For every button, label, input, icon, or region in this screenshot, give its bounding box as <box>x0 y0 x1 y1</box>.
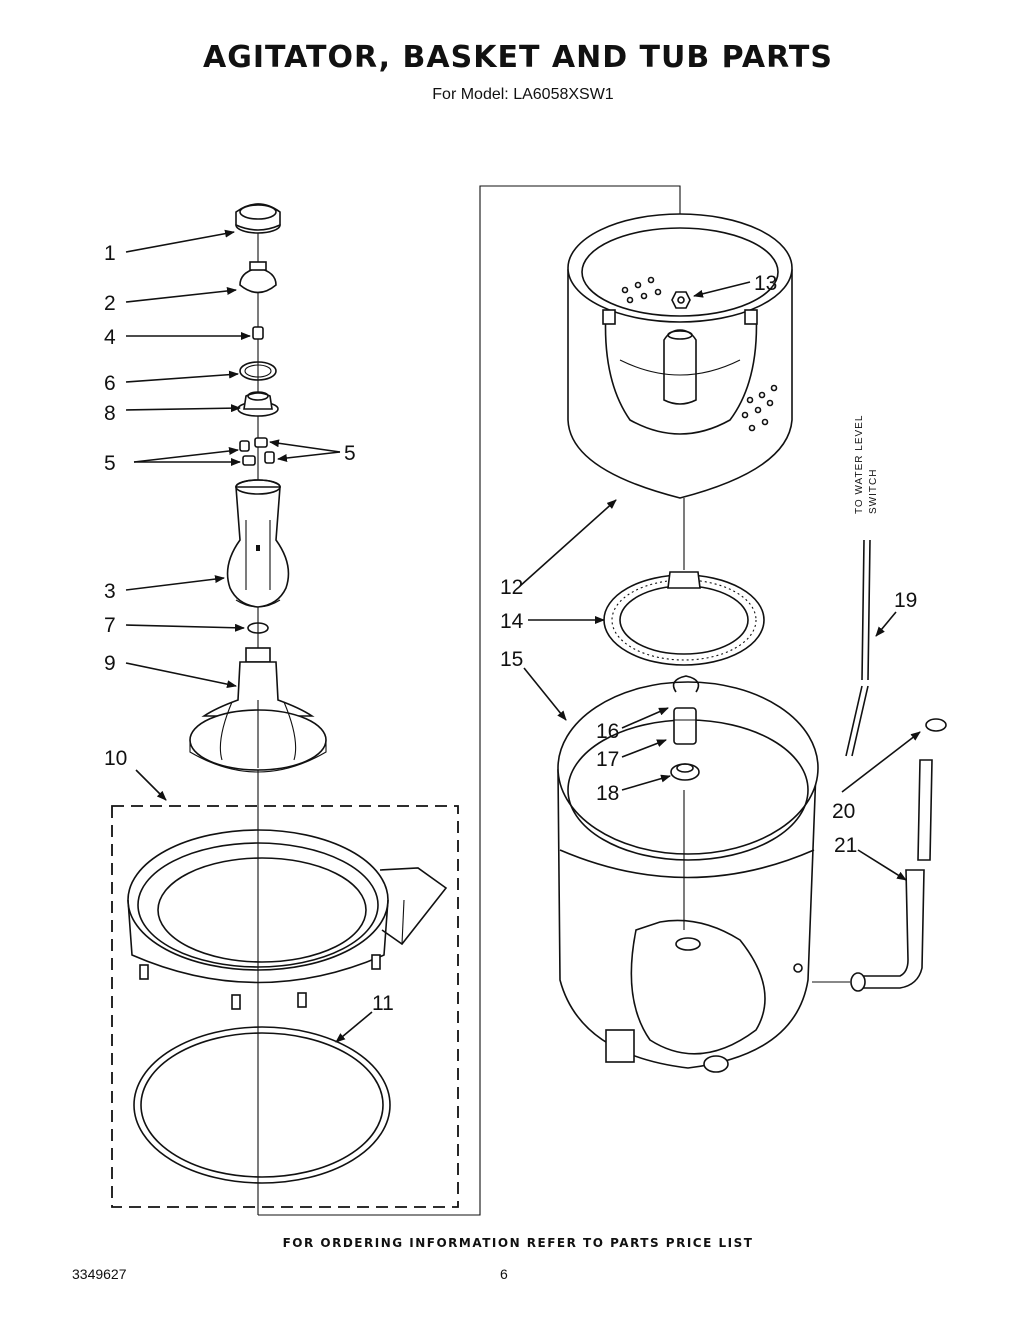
callout-4: 4 <box>104 326 116 349</box>
basket-part-12 <box>567 213 793 570</box>
page-number: 6 <box>500 1266 508 1282</box>
callout-7: 7 <box>104 614 116 637</box>
spline-part-17 <box>673 707 697 745</box>
callout-15: 15 <box>500 648 523 671</box>
fastener-part-4 <box>252 326 264 340</box>
hose-part-21 <box>812 759 933 992</box>
side-note-line-2: SWITCH <box>868 469 879 514</box>
gasket-part-11 <box>133 1026 391 1184</box>
leader-lines <box>125 229 921 1043</box>
callout-20: 20 <box>832 800 855 823</box>
hose-part-19 <box>845 539 871 757</box>
drive-plate-part-14 <box>603 571 765 666</box>
callout-18: 18 <box>596 782 619 805</box>
tub-ring-part-10 <box>111 805 459 1208</box>
callout-14: 14 <box>500 610 524 633</box>
dog-assembly-part-8 <box>237 391 279 417</box>
callout-17: 17 <box>596 748 619 771</box>
agitator-cap-part-1 <box>235 203 281 234</box>
callout-5-right: 5 <box>344 442 356 465</box>
seal-part-18 <box>670 763 700 781</box>
seal-part-7 <box>247 622 269 634</box>
page-title: AGITATOR, BASKET AND TUB PARTS <box>203 40 833 75</box>
document-number: 3349627 <box>72 1266 127 1282</box>
ordering-info-footer: FOR ORDERING INFORMATION REFER TO PARTS … <box>282 1236 754 1250</box>
callout-19: 19 <box>894 589 917 612</box>
agitator-part-3 <box>226 479 290 608</box>
clip-part-16 <box>672 675 700 693</box>
ring-part-6 <box>239 361 277 381</box>
callout-9: 9 <box>104 652 116 675</box>
callout-8: 8 <box>104 402 116 425</box>
callout-labels: 1 2 4 6 8 5 5 3 7 9 10 11 12 13 14 15 16… <box>104 242 917 1015</box>
callout-13: 13 <box>754 272 777 295</box>
callout-1: 1 <box>104 242 116 265</box>
callout-6: 6 <box>104 372 116 395</box>
assembly-connector-line <box>258 185 681 1216</box>
callout-11: 11 <box>372 992 394 1015</box>
callout-12: 12 <box>500 576 523 599</box>
dogs-part-5 <box>239 437 275 466</box>
clamp-part-20 <box>925 718 947 732</box>
hub-part-9 <box>189 647 327 773</box>
callout-21: 21 <box>834 834 857 857</box>
callout-10: 10 <box>104 747 127 770</box>
water-level-switch-note: TO WATER LEVEL SWITCH <box>854 415 879 514</box>
callout-16: 16 <box>596 720 619 743</box>
model-subtitle-text: For Model: LA6058XSW1 <box>432 86 614 103</box>
callout-3: 3 <box>104 580 116 603</box>
cap-seal-part-2 <box>239 261 277 294</box>
nut-part-13 <box>671 291 691 309</box>
callout-5-left: 5 <box>104 452 116 475</box>
side-note-line-1: TO WATER LEVEL <box>854 415 865 514</box>
model-subtitle: For Model: LA6058XSW1 <box>0 86 1036 104</box>
callout-2: 2 <box>104 292 116 315</box>
